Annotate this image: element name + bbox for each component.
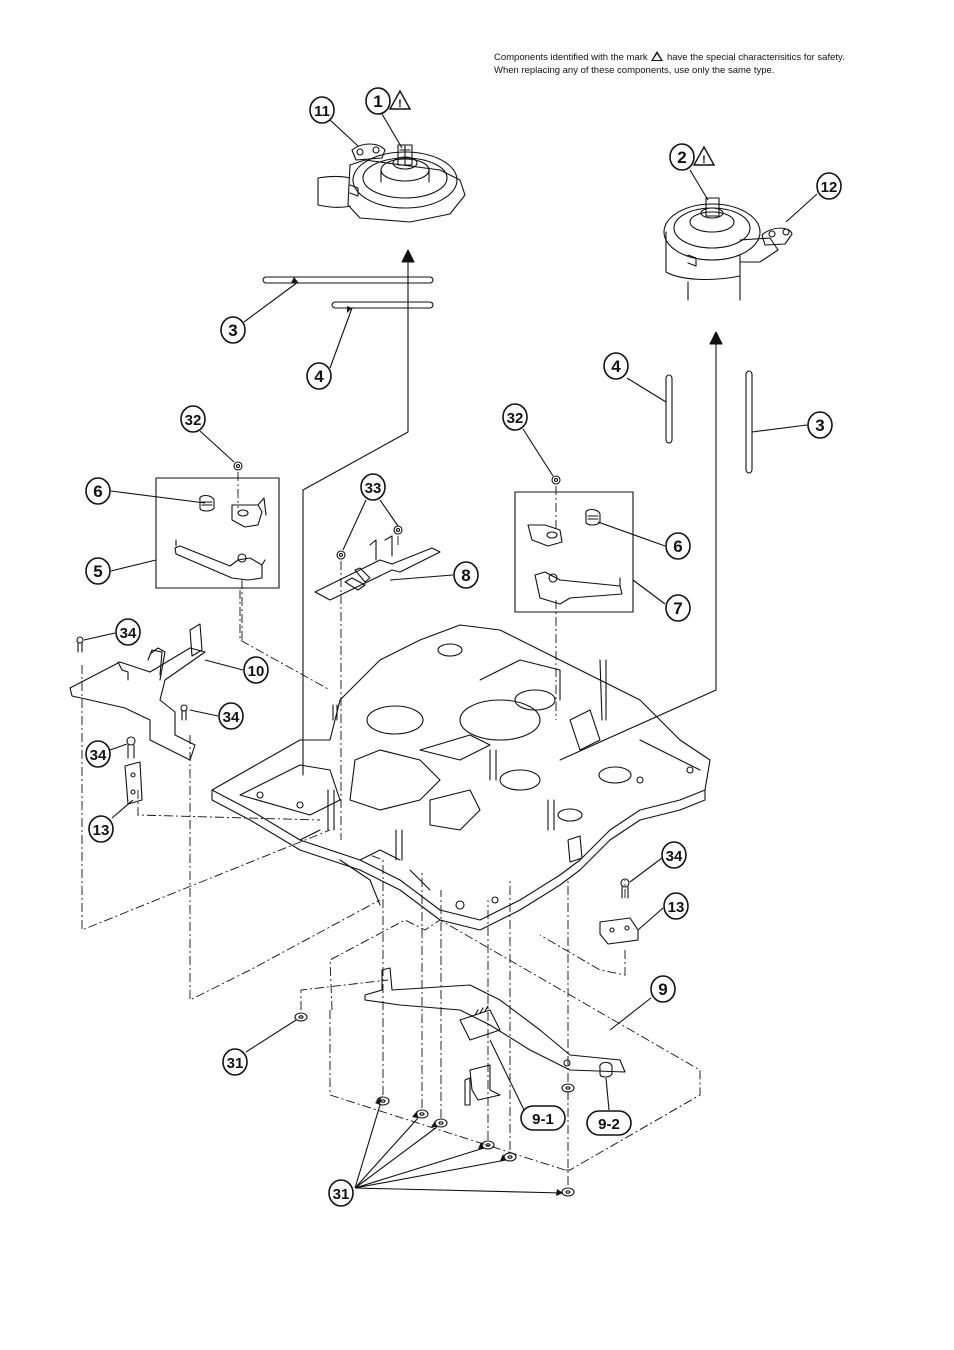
callout-4a: 4 [307, 363, 331, 389]
bracket-10 [70, 624, 205, 804]
callout-number: 32 [507, 410, 524, 427]
callout-34d: 34 [662, 842, 686, 868]
callout-number: 12 [821, 179, 838, 196]
guide-shafts-right [666, 371, 752, 473]
warning-exclamation-icon: ! [398, 98, 402, 110]
callout-34a: 34 [116, 619, 140, 645]
callout-number: 9 [658, 980, 667, 999]
callout-32a: 32 [181, 406, 205, 432]
callout-number: 31 [227, 1055, 244, 1072]
callout-13b: 13 [664, 893, 688, 919]
leader-lines [84, 114, 817, 1193]
callout-6a: 6 [86, 478, 110, 504]
slide-plate [315, 526, 440, 600]
callout-number: 32 [185, 412, 202, 429]
callout-number: 31 [333, 1186, 350, 1203]
supply-reel-motor [318, 144, 465, 222]
callout-10: 10 [244, 657, 268, 683]
callout-1: 1! [366, 88, 410, 114]
callout-34b: 34 [219, 703, 243, 729]
callout-number: 11 [314, 103, 330, 120]
callout-3a: 3 [221, 317, 245, 343]
callout-number: 6 [673, 537, 682, 556]
dash-dot-lines [82, 472, 700, 1185]
callout-9-1: 9-1 [521, 1106, 565, 1130]
callout-33: 33 [361, 474, 385, 500]
callout-32b: 32 [503, 404, 527, 430]
callout-number: 13 [668, 899, 685, 916]
callout-number: 9-1 [532, 1111, 554, 1128]
callout-number: 34 [666, 848, 683, 865]
main-chassis [212, 625, 710, 930]
callout-9-2: 9-2 [587, 1111, 631, 1135]
callout-number: 3 [815, 416, 824, 435]
callout-number: 34 [90, 747, 107, 764]
callout-number: 7 [673, 599, 682, 618]
callout-7: 7 [666, 595, 690, 621]
callout-13a: 13 [89, 816, 113, 842]
callout-12: 12 [817, 173, 841, 199]
callout-5: 5 [86, 558, 110, 584]
callout-4b: 4 [604, 353, 628, 379]
bracket-13-right [600, 879, 638, 944]
callout-number: 3 [228, 321, 237, 340]
callout-number: 34 [120, 625, 137, 642]
callout-number: 4 [314, 367, 324, 386]
callout-8: 8 [454, 562, 478, 588]
callout-number: 34 [223, 709, 240, 726]
callout-number: 6 [93, 482, 102, 501]
callout-31a: 31 [223, 1049, 247, 1075]
callout-number: 10 [248, 663, 265, 680]
callout-number: 9-2 [598, 1116, 620, 1133]
warning-exclamation-icon: ! [702, 154, 706, 166]
left-pinch-assembly [156, 462, 279, 588]
assembly-arrows [303, 258, 716, 775]
callout-3b: 3 [808, 412, 832, 438]
callout-31b: 31 [329, 1180, 353, 1206]
callout-34c: 34 [86, 741, 110, 767]
callout-number: 1 [373, 92, 382, 111]
washers [295, 1013, 574, 1196]
callout-2: 2! [670, 144, 714, 170]
callout-number: 13 [93, 822, 110, 839]
callout-6b: 6 [666, 533, 690, 559]
callout-number: 4 [611, 357, 621, 376]
lever-assembly-9 [365, 968, 625, 1105]
callout-number: 5 [93, 562, 102, 581]
takeup-reel-motor [664, 198, 792, 300]
callout-number: 8 [461, 566, 470, 585]
callout-9: 9 [651, 976, 675, 1002]
callout-11: 11 [310, 97, 334, 123]
callout-number: 2 [677, 148, 686, 167]
right-pinch-assembly [515, 476, 633, 612]
callout-number: 33 [365, 480, 382, 497]
